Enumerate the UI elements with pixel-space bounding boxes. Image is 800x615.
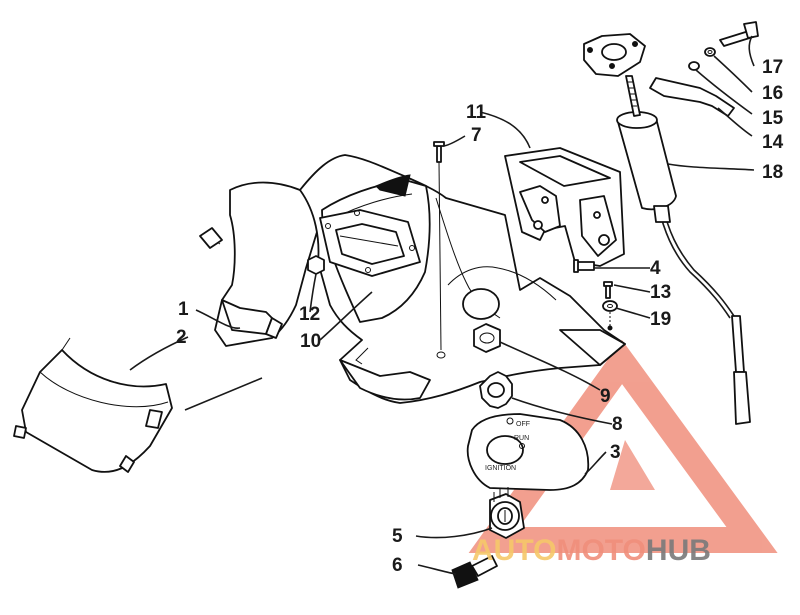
callout-11: 11 (466, 102, 487, 123)
part-13-screw (603, 281, 613, 299)
part-18-cylinder (616, 75, 751, 425)
switch-label-run: RUN (514, 435, 529, 442)
callout-18: 18 (762, 162, 783, 183)
callout-13: 13 (650, 282, 671, 303)
callout-5: 5 (392, 526, 403, 547)
callout-7: 7 (471, 125, 482, 146)
callout-10: 10 (300, 331, 321, 352)
callout-12: 12 (299, 304, 320, 325)
callout-16: 16 (762, 83, 783, 104)
part-11-bracket (504, 147, 625, 267)
callout-14: 14 (762, 132, 784, 153)
callout-17: 17 (762, 57, 783, 78)
switch-label-ignition: IGNITION (485, 465, 516, 472)
part-6-key (451, 555, 498, 589)
part-9-nut (473, 323, 501, 353)
part-8-lockwasher (479, 371, 513, 409)
watermark-part-moto: MOTO (556, 534, 645, 567)
callout-3: 3 (610, 442, 621, 463)
callout-6: 6 (392, 555, 403, 576)
callout-15: 15 (762, 108, 784, 129)
part-3-switch-plate: OFF RUN IGNITION (466, 413, 590, 491)
callout-1: 1 (178, 299, 189, 320)
watermark-part-auto: AUTO (472, 534, 556, 567)
part-19-washer (602, 300, 618, 331)
part-5-ignition-switch (489, 487, 525, 539)
part-2-cover (13, 337, 263, 473)
callout-2: 2 (176, 327, 187, 348)
part-12-frame (307, 209, 421, 277)
watermark-triangle-inner (610, 440, 655, 490)
watermark-part-hub: HUB (646, 534, 711, 567)
watermark-text: AUTOMOTOHUB (472, 534, 711, 567)
part-4-screw (573, 259, 595, 273)
callout-labels: 1 2 3 4 5 6 7 8 9 10 11 12 13 14 15 16 1… (176, 57, 784, 576)
part-17-knob (583, 33, 646, 77)
part-14-strap (649, 77, 735, 117)
callout-19: 19 (650, 309, 671, 330)
watermark-auto: AUTOMOTOHUB (472, 534, 711, 567)
callout-4: 4 (650, 258, 661, 279)
leader-lines (129, 35, 755, 575)
callout-9: 9 (600, 386, 611, 407)
callout-8: 8 (612, 414, 623, 435)
part-15-16-washers (688, 21, 759, 71)
switch-label-off: OFF (516, 421, 530, 428)
part-7-screw (433, 141, 445, 351)
